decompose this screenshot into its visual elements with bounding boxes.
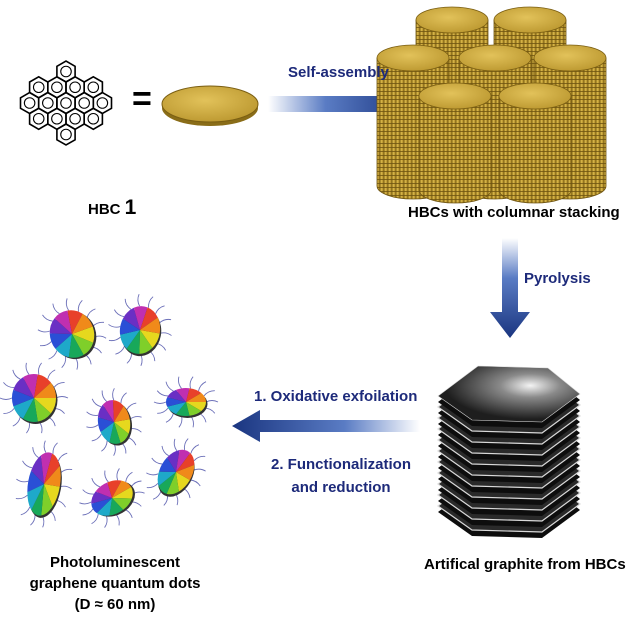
gqd-label: Photoluminescent graphene quantum dots (…	[20, 552, 210, 615]
aromatic-circle	[32, 112, 45, 125]
gqd-line2: graphene quantum dots	[29, 575, 201, 592]
quantum-dot	[153, 376, 219, 428]
pyrolysis-arrow	[490, 238, 530, 338]
equals-sign: =	[132, 80, 152, 118]
aromatic-circle	[23, 97, 36, 109]
self-assembly-arrow	[268, 86, 412, 122]
artificial-graphite-stack	[436, 365, 581, 538]
benzene-ring	[28, 75, 49, 99]
aromatic-circle	[51, 81, 63, 94]
quantum-dot	[37, 298, 107, 370]
quantum-dot	[15, 440, 73, 528]
benzene-ring	[56, 60, 76, 83]
hbc-label: HBC 1	[88, 196, 136, 220]
benzene-ring	[83, 107, 104, 131]
graphene-layer	[437, 365, 581, 428]
graphene-quantum-dots	[0, 294, 219, 528]
exfoliation-arrow	[232, 410, 420, 442]
aromatic-circle	[78, 97, 90, 109]
aromatic-circle	[42, 97, 54, 109]
hbc-column	[498, 82, 572, 204]
step-2-line1: 2. Functionalization	[270, 456, 411, 473]
step-1-label: 1. Oxidative exfoilation	[254, 388, 418, 405]
gqd-line1: Photoluminescent	[49, 554, 180, 571]
aromatic-circle	[69, 112, 81, 125]
step-2-line2: and reduction	[291, 479, 391, 496]
aromatic-circle	[69, 81, 81, 94]
columnar-stacks	[376, 6, 607, 204]
hbc-disc	[161, 85, 259, 126]
graphite-label: Artifical graphite from HBCs	[424, 556, 626, 573]
quantum-dot	[146, 438, 206, 506]
aromatic-circle	[87, 81, 100, 94]
pyrolysis-label: Pyrolysis	[524, 270, 591, 287]
hbc-number: 1	[124, 196, 137, 219]
aromatic-circle	[96, 97, 109, 109]
gqd-line3: (D ≈ 60 nm)	[74, 596, 156, 613]
aromatic-circle	[60, 97, 72, 109]
hbc-molecule-structure	[19, 60, 113, 146]
aromatic-circle	[87, 112, 100, 125]
columnar-stacking-label: HBCs with columnar stacking	[408, 204, 620, 221]
aromatic-circle	[51, 112, 63, 125]
benzene-ring	[56, 123, 76, 146]
quantum-dot	[0, 362, 69, 434]
quantum-dot	[108, 294, 172, 366]
aromatic-circle	[32, 81, 45, 94]
hbc-column	[418, 82, 492, 204]
aromatic-circle	[60, 128, 72, 141]
quantum-dot	[86, 388, 142, 456]
quantum-dot	[79, 468, 145, 528]
hbc-prefix: HBC	[88, 201, 121, 218]
self-assembly-label: Self-assembly	[288, 64, 389, 81]
aromatic-circle	[60, 65, 72, 78]
step-2-label: 2. Functionalization and reduction	[256, 456, 426, 496]
